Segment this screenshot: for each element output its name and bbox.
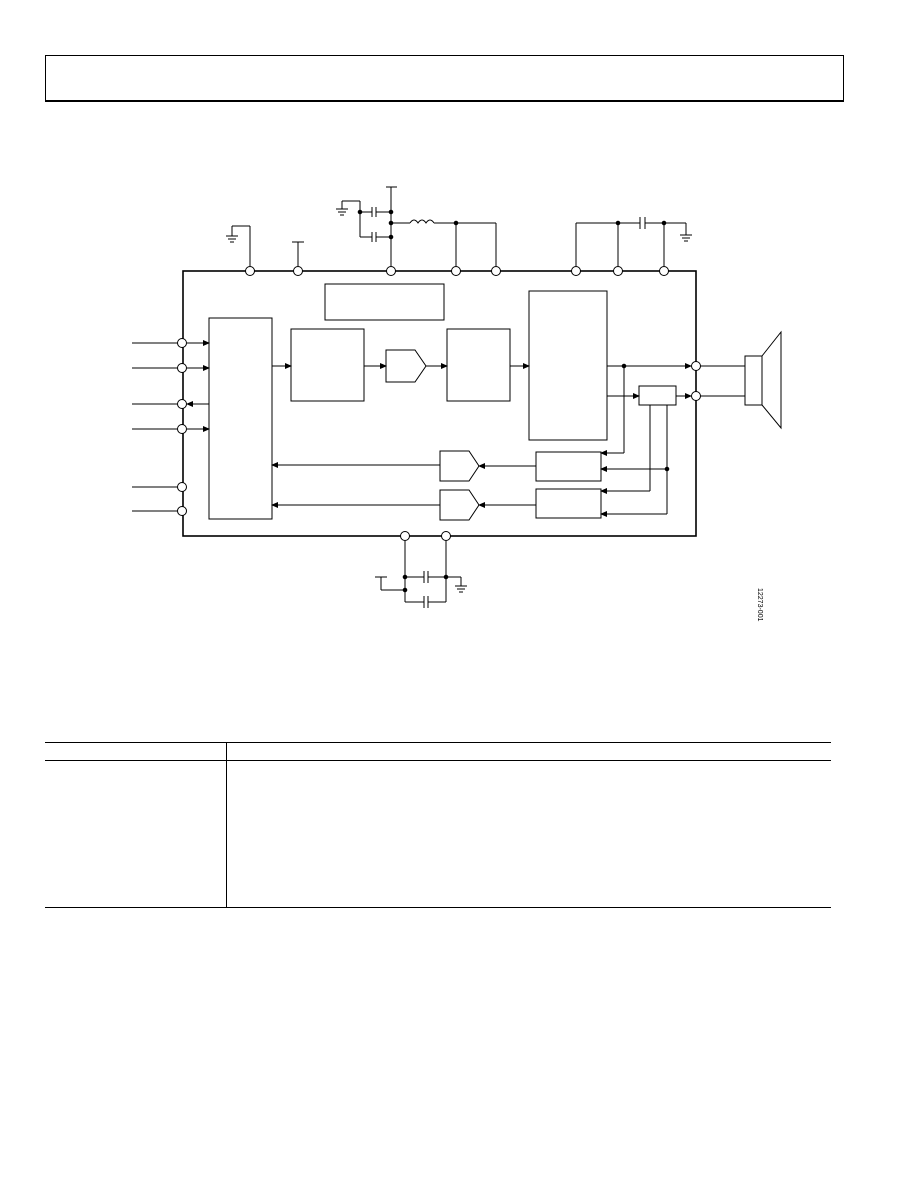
table-header-rule [45,760,831,761]
block-diagram [132,186,782,608]
feedback-amp-1 [439,450,480,482]
table-column-divider [226,742,227,908]
feedback-amp-2 [439,489,480,521]
speaker-cone [761,330,782,430]
table [45,742,831,908]
interface-block [208,317,273,520]
table-bottom-rule [45,907,831,908]
sense-block [638,385,677,406]
output-stage-block [528,290,608,441]
gain-amp [385,349,427,383]
processing-block [446,328,511,402]
modulator-block [290,328,365,402]
figure-code: 12273-001 [756,588,763,622]
page-header-box [45,55,844,102]
sense-adc-block-2 [535,488,602,519]
sense-adc-block-1 [535,451,602,482]
table-top-rule [45,742,831,743]
speaker-body [744,355,763,406]
control-block [324,283,445,321]
